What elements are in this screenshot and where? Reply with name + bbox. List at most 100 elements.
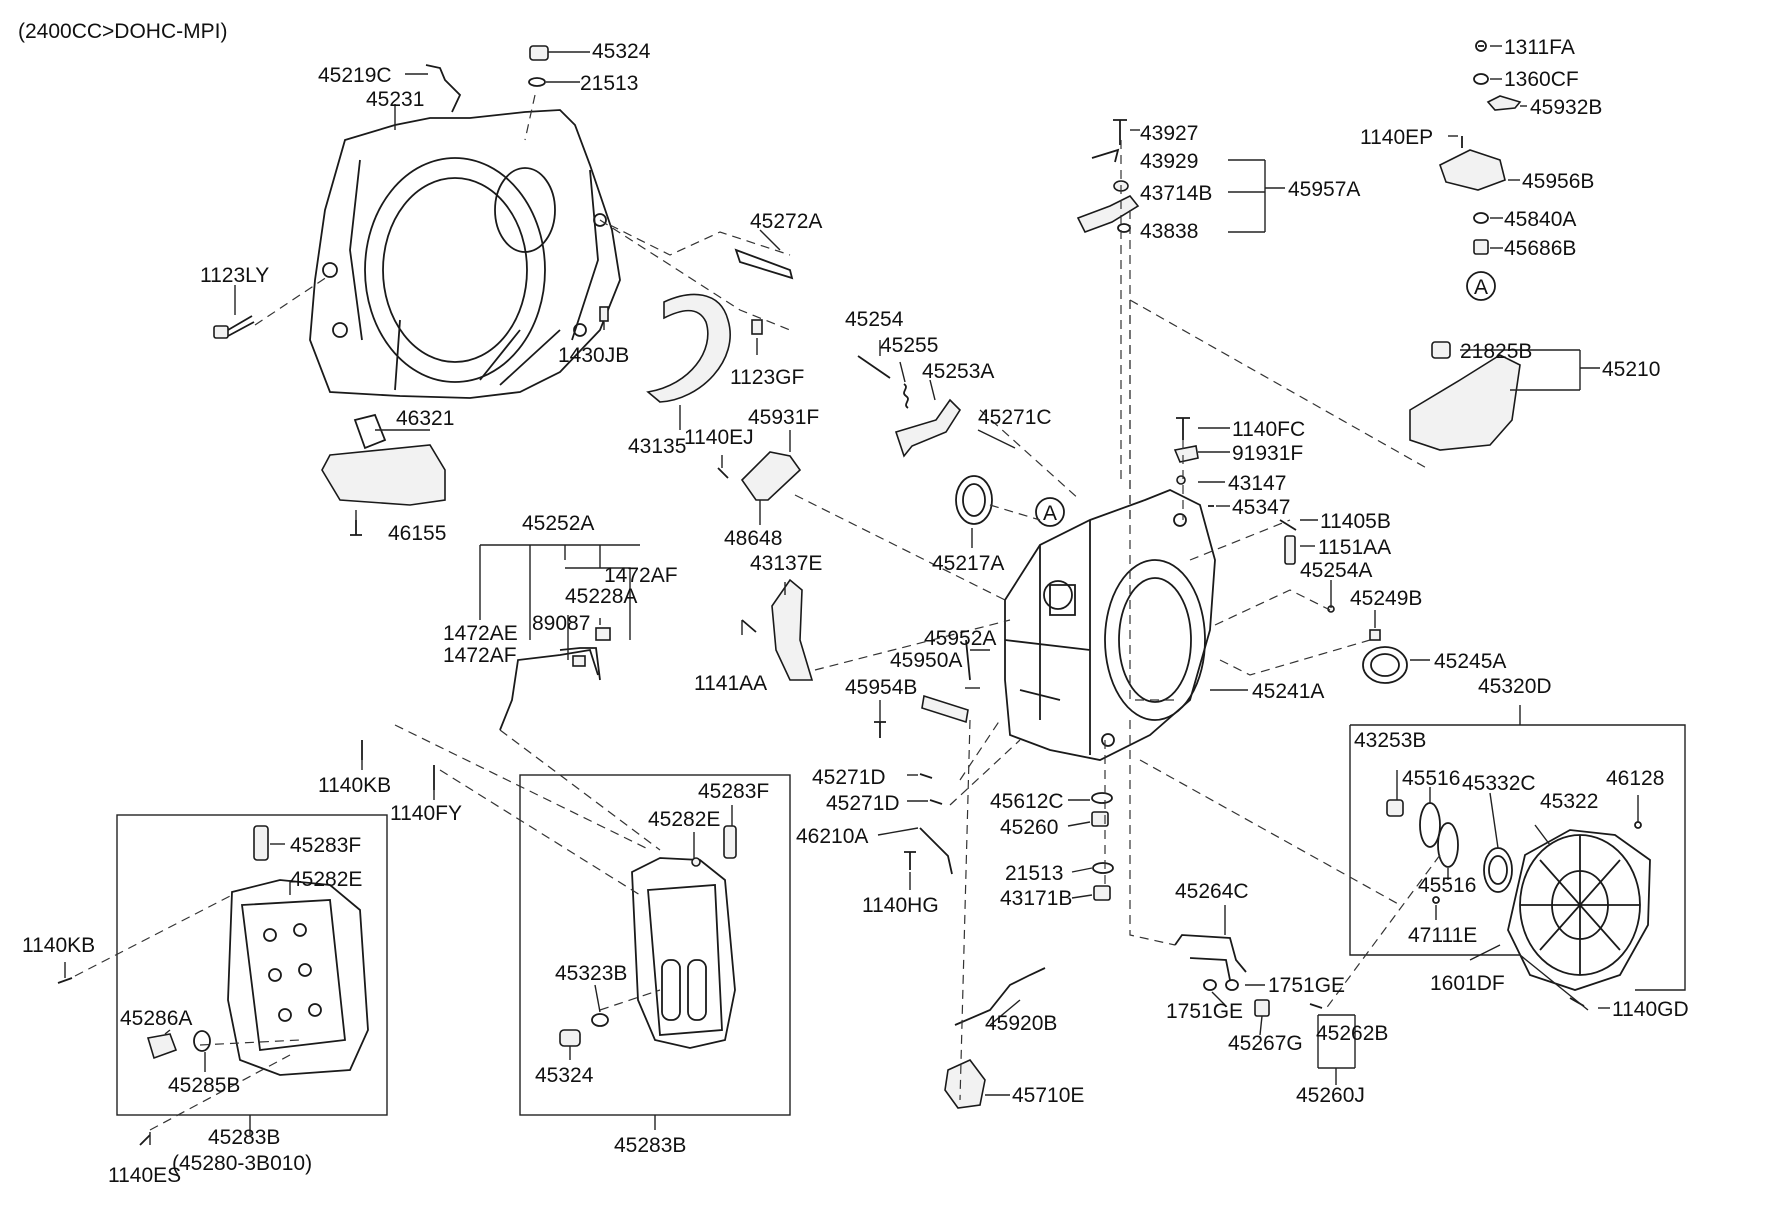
label-45267G: 45267G: [1228, 1032, 1303, 1055]
oring-45516-a-drawing: [1419, 802, 1441, 848]
cover-43135-drawing: [646, 293, 731, 403]
label-45231: 45231: [366, 88, 424, 111]
label-45260J: 45260J: [1296, 1084, 1365, 1107]
label-1123LY: 1123LY: [200, 264, 269, 287]
gasket-21513-drawing: [528, 77, 546, 87]
label-45840A: 45840A: [1504, 208, 1576, 231]
seal-45332C-drawing: [1483, 847, 1513, 893]
bracket-45931F-drawing: [740, 451, 802, 501]
label-45954B: 45954B: [845, 676, 917, 699]
clip-45286A-drawing: [146, 1033, 178, 1060]
assembly-dashed-lines: [74, 94, 1441, 1131]
pin-45952A-drawing: [965, 639, 971, 681]
pipe-45252A-drawing: [499, 648, 599, 731]
label-45320D: 45320D: [1478, 675, 1552, 698]
bolt-1141AA-drawing: [741, 619, 757, 633]
label-45283F-right: 45283F: [698, 780, 769, 803]
label-45323B: 45323B: [555, 962, 627, 985]
label-45324: 45324: [592, 40, 651, 63]
label-45262B: 45262B: [1316, 1022, 1388, 1045]
cap-45686B-drawing: [1473, 239, 1489, 255]
label-45254A: 45254A: [1300, 559, 1372, 582]
pin-45271D-a-drawing: [919, 773, 933, 779]
label-1141AA: 1141AA: [694, 672, 767, 695]
washer-45840A-drawing: [1473, 212, 1489, 224]
plug-45324-drawing: [529, 45, 549, 61]
label-43137E: 43137E: [750, 552, 822, 575]
label-1311FA: 1311FA: [1504, 36, 1575, 59]
label-45280-3B010: (45280-3B010): [172, 1152, 312, 1175]
bolt-1140ES-drawing: [139, 1134, 151, 1146]
gasket-45612C-drawing: [1091, 792, 1113, 804]
label-21513-lower: 21513: [1005, 862, 1063, 885]
svg-text:A: A: [1474, 276, 1488, 299]
label-11405B: 11405B: [1320, 510, 1391, 533]
spring-45255-drawing: [903, 383, 909, 409]
label-45271D-lower: 45271D: [826, 792, 900, 815]
label-1140KB-left: 1140KB: [22, 934, 95, 957]
svg-text:A: A: [1043, 502, 1057, 525]
label-45254: 45254: [845, 308, 904, 331]
pin-45254-drawing: [857, 355, 891, 379]
label-47111E: 47111E: [1408, 924, 1477, 947]
label-45956B: 45956B: [1522, 170, 1594, 193]
plug-45260-drawing: [1091, 811, 1109, 827]
bolt-1140HG-drawing: [904, 851, 916, 870]
label-1140EP: 1140EP: [1360, 126, 1433, 149]
lever-45253A-drawing: [894, 398, 962, 458]
label-1601DF: 1601DF: [1430, 972, 1505, 995]
label-1472AF-upper: 1472AF: [604, 564, 678, 587]
bolt-45954B-drawing: [874, 721, 886, 738]
rear-cover-45322-drawing: [1507, 829, 1651, 991]
label-45286A: 45286A: [120, 1007, 192, 1030]
bolt-1123LY-drawing: [213, 315, 255, 339]
label-91931F: 91931F: [1232, 442, 1303, 465]
pin-1151AA-drawing: [1284, 535, 1296, 565]
label-45322: 45322: [1540, 790, 1598, 813]
label-1140HG: 1140HG: [862, 894, 939, 917]
label-1140ES: 1140ES: [108, 1164, 181, 1187]
label-45260: 45260: [1000, 816, 1058, 839]
bracket-45219C-drawing: [425, 64, 462, 113]
label-43147: 43147: [1228, 472, 1286, 495]
label-45332C: 45332C: [1462, 772, 1536, 795]
label-45950A: 45950A: [890, 649, 962, 672]
label-43838: 43838: [1140, 220, 1198, 243]
label-1123GF: 1123GF: [730, 366, 804, 389]
label-1140KB-upper: 1140KB: [318, 774, 391, 797]
oring-45516-b-drawing: [1437, 822, 1459, 868]
label-46128: 46128: [1606, 767, 1664, 790]
label-1472AE: 1472AE: [443, 622, 518, 645]
label-1360CF: 1360CF: [1504, 68, 1579, 91]
gasket-21513-b-drawing: [1092, 862, 1114, 874]
label-45253A: 45253A: [922, 360, 994, 383]
valve-cover-45282E-right-drawing: [631, 857, 736, 1049]
clip-89087-drawing: [572, 655, 586, 667]
label-45283F-left: 45283F: [290, 834, 361, 857]
label-45264C: 45264C: [1175, 880, 1249, 903]
bolt-1123GF-drawing: [751, 319, 763, 335]
pipe-45264C-drawing: [1174, 934, 1247, 973]
valve-cover-45282E-left-drawing: [227, 879, 369, 1076]
mount-bracket-45210-drawing: [1409, 354, 1521, 451]
filter-neck-drawing: [353, 413, 387, 450]
label-45217A: 45217A: [932, 552, 1004, 575]
label-45219C: 45219C: [318, 64, 392, 87]
seal-45245A-drawing: [1362, 646, 1408, 684]
lever-45957A-drawing: [1076, 194, 1140, 233]
shield-43137E-drawing: [771, 578, 814, 681]
plug-43253B-drawing: [1386, 799, 1404, 817]
reference-marker-a-case: A: [1035, 497, 1065, 527]
label-48648: 48648: [724, 527, 782, 550]
bracket-91931F-drawing: [1173, 445, 1199, 463]
label-45271D-upper: 45271D: [812, 766, 886, 789]
bolt-1140KB-left-drawing: [57, 977, 73, 984]
label-45957A: 45957A: [1288, 178, 1360, 201]
label-45210: 45210: [1602, 358, 1660, 381]
gasket-45285B-drawing: [193, 1030, 211, 1052]
transaxle-case-drawing: [1004, 489, 1216, 761]
label-46321: 46321: [396, 407, 454, 430]
gasket-45323B-drawing: [591, 1013, 609, 1027]
pin-45272A-drawing: [734, 248, 794, 280]
